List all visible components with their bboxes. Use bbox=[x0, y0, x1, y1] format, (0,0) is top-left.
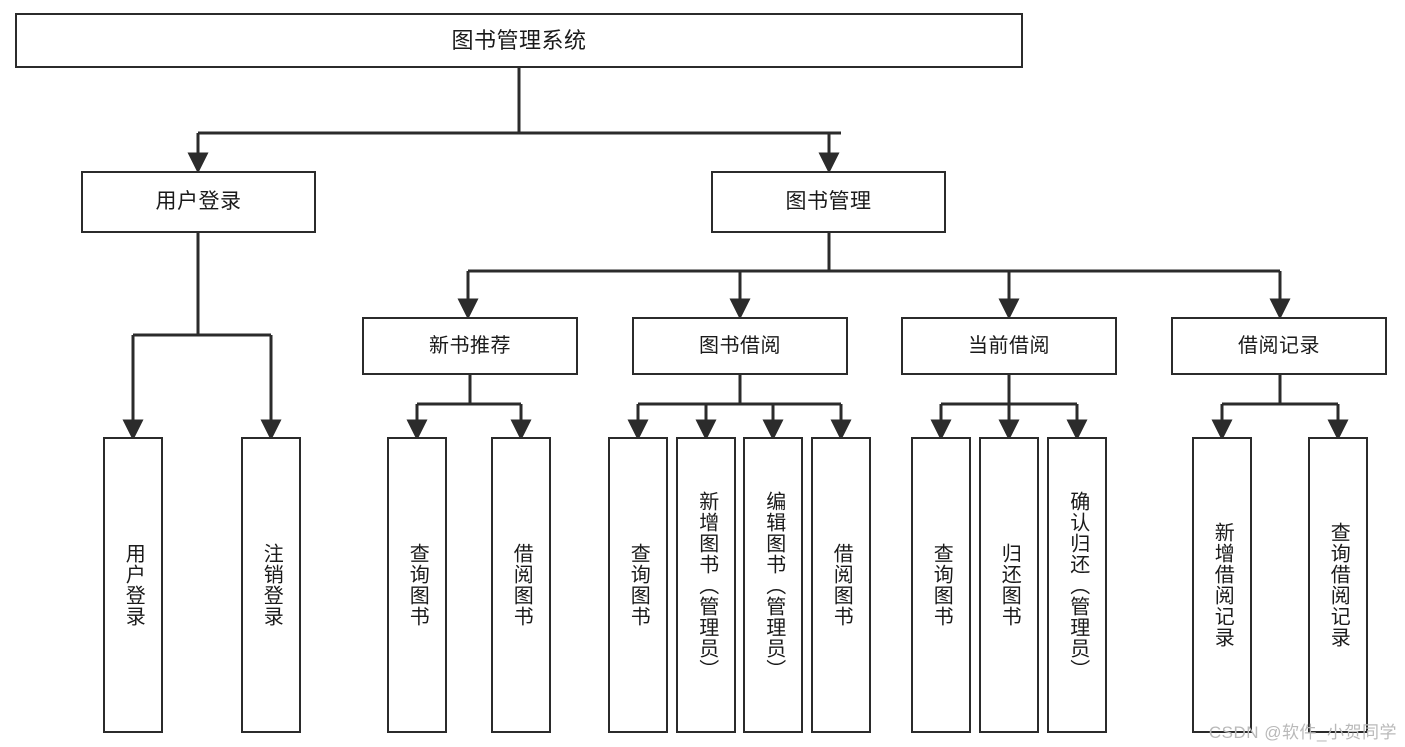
leaf-edit-book-admin-label: 编辑图书（管理员） bbox=[762, 490, 785, 680]
node-new-book-recommend[interactable]: 新书推荐 bbox=[362, 317, 578, 375]
node-root-label: 图书管理系统 bbox=[451, 27, 587, 53]
node-new-book-recommend-label: 新书推荐 bbox=[429, 334, 511, 357]
leaf-add-borrow-record[interactable]: 新增借阅记录 bbox=[1192, 437, 1252, 733]
leaf-add-borrow-record-label: 新增借阅记录 bbox=[1211, 522, 1234, 648]
leaf-query-book-current-label: 查询图书 bbox=[930, 543, 953, 627]
node-book-management-label: 图书管理 bbox=[785, 189, 872, 213]
leaf-borrow-book-newbook-label: 借阅图书 bbox=[510, 543, 533, 627]
leaf-query-borrow-record-label: 查询借阅记录 bbox=[1327, 522, 1350, 648]
leaf-add-book-admin[interactable]: 新增图书（管理员） bbox=[676, 437, 736, 733]
leaf-logout[interactable]: 注销登录 bbox=[241, 437, 301, 733]
leaf-query-book-newbook[interactable]: 查询图书 bbox=[387, 437, 447, 733]
node-user-login[interactable]: 用户登录 bbox=[81, 171, 316, 233]
leaf-query-borrow-record[interactable]: 查询借阅记录 bbox=[1308, 437, 1368, 733]
leaf-return-book-label: 归还图书 bbox=[998, 543, 1021, 627]
node-book-borrow-label: 图书借阅 bbox=[699, 334, 781, 357]
leaf-logout-label: 注销登录 bbox=[260, 543, 283, 627]
node-book-management[interactable]: 图书管理 bbox=[711, 171, 946, 233]
leaf-user-login[interactable]: 用户登录 bbox=[103, 437, 163, 733]
leaf-confirm-return-admin[interactable]: 确认归还（管理员） bbox=[1047, 437, 1107, 733]
leaf-borrow-book-label: 借阅图书 bbox=[830, 543, 853, 627]
leaf-borrow-book-newbook[interactable]: 借阅图书 bbox=[491, 437, 551, 733]
leaf-borrow-book[interactable]: 借阅图书 bbox=[811, 437, 871, 733]
node-borrow-record[interactable]: 借阅记录 bbox=[1171, 317, 1387, 375]
leaf-add-book-admin-label: 新增图书（管理员） bbox=[695, 490, 718, 680]
watermark-text: CSDN @软件_小贺同学 bbox=[1208, 723, 1397, 742]
leaf-user-login-label: 用户登录 bbox=[122, 543, 145, 627]
node-current-borrow[interactable]: 当前借阅 bbox=[901, 317, 1117, 375]
leaf-confirm-return-admin-label: 确认归还（管理员） bbox=[1066, 490, 1089, 680]
node-current-borrow-label: 当前借阅 bbox=[968, 334, 1050, 357]
node-user-login-label: 用户登录 bbox=[155, 189, 242, 213]
node-borrow-record-label: 借阅记录 bbox=[1238, 334, 1320, 357]
node-book-borrow[interactable]: 图书借阅 bbox=[632, 317, 848, 375]
leaf-query-book-borrow[interactable]: 查询图书 bbox=[608, 437, 668, 733]
leaf-return-book[interactable]: 归还图书 bbox=[979, 437, 1039, 733]
leaf-edit-book-admin[interactable]: 编辑图书（管理员） bbox=[743, 437, 803, 733]
leaf-query-book-current[interactable]: 查询图书 bbox=[911, 437, 971, 733]
leaf-query-book-borrow-label: 查询图书 bbox=[627, 543, 650, 627]
leaf-query-book-newbook-label: 查询图书 bbox=[406, 543, 429, 627]
node-root[interactable]: 图书管理系统 bbox=[15, 13, 1023, 68]
